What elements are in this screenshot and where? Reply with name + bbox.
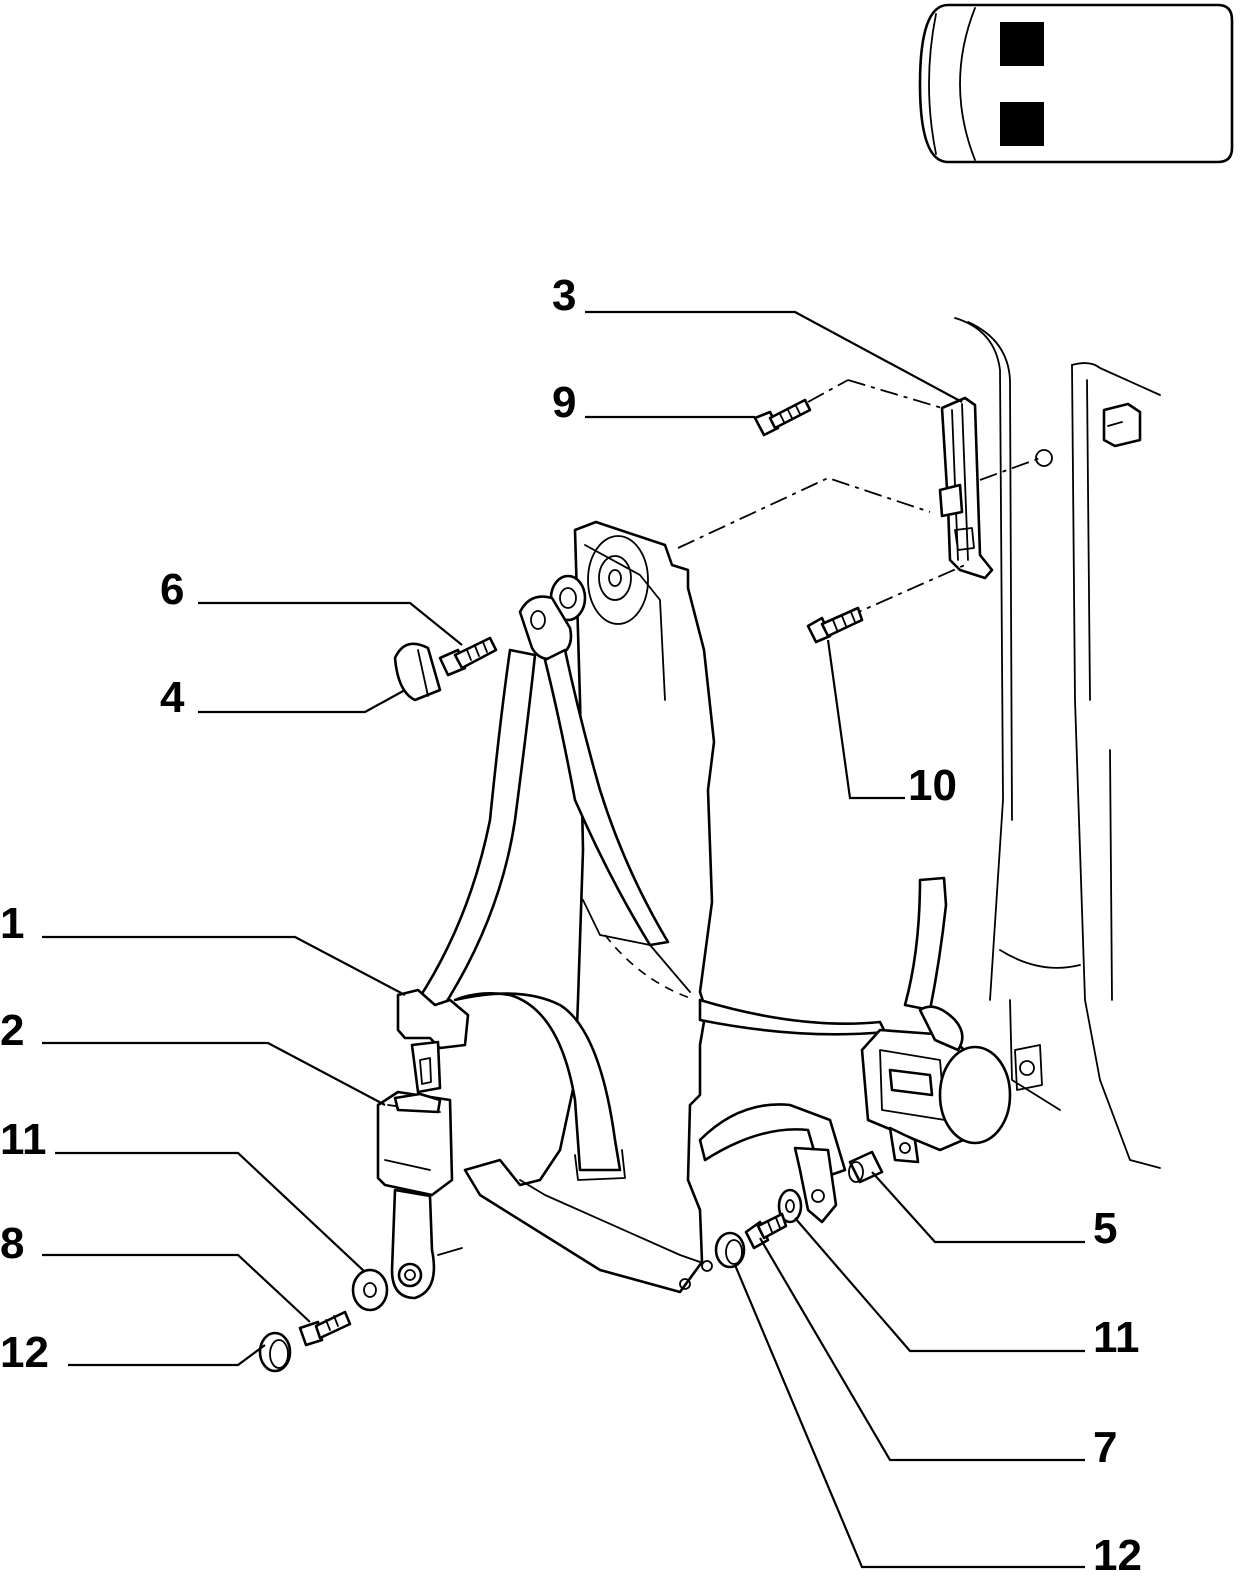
rear-seat-marker: [1000, 102, 1044, 146]
callout-10: 10: [908, 761, 957, 810]
callout-11-right: 11: [1093, 1313, 1140, 1362]
callout-3: 3: [552, 271, 576, 320]
callout-1: 1: [0, 899, 24, 948]
belt-retractor: [860, 1005, 1012, 1164]
bolt-9: [753, 398, 812, 437]
leader-lines: [42, 310, 1085, 1569]
callout-7: 7: [1093, 1423, 1117, 1472]
callout-4: 4: [160, 673, 185, 722]
callout-6: 6: [160, 565, 184, 614]
bolt-8: [298, 1310, 352, 1347]
belt-tongue: [396, 988, 470, 1094]
callout-11-left: 11: [0, 1115, 47, 1164]
callout-9: 9: [552, 378, 576, 427]
front-seat-marker: [1000, 22, 1044, 66]
seat-belt-buckle: [376, 1090, 463, 1300]
height-adjuster-rail: [938, 396, 994, 580]
b-pillar-trim: [463, 520, 716, 1294]
bolt-7: [744, 1212, 788, 1250]
callout-12-right: 12: [1093, 1531, 1142, 1577]
callout-12-left: 12: [0, 1328, 49, 1377]
belt-webbing: [416, 648, 948, 1181]
lower-anchor-plate: [793, 1146, 838, 1224]
car-body-outline: [954, 317, 1161, 1169]
cap-12-left: [258, 1331, 292, 1373]
vehicle-position-indicator: [918, 3, 1234, 164]
callout-2: 2: [0, 1006, 24, 1055]
callout-5: 5: [1093, 1204, 1117, 1253]
callout-labels: 3 9 6 4 10 1 2 11 8 12 5 11 7 12: [0, 271, 1142, 1577]
upper-anchor-assembly: [393, 574, 587, 702]
bolt-10: [806, 606, 864, 644]
callout-8: 8: [0, 1219, 24, 1268]
cap-12-right: [714, 1231, 746, 1269]
washer-11-left: [351, 1268, 389, 1312]
washer-11-right: [777, 1188, 803, 1224]
